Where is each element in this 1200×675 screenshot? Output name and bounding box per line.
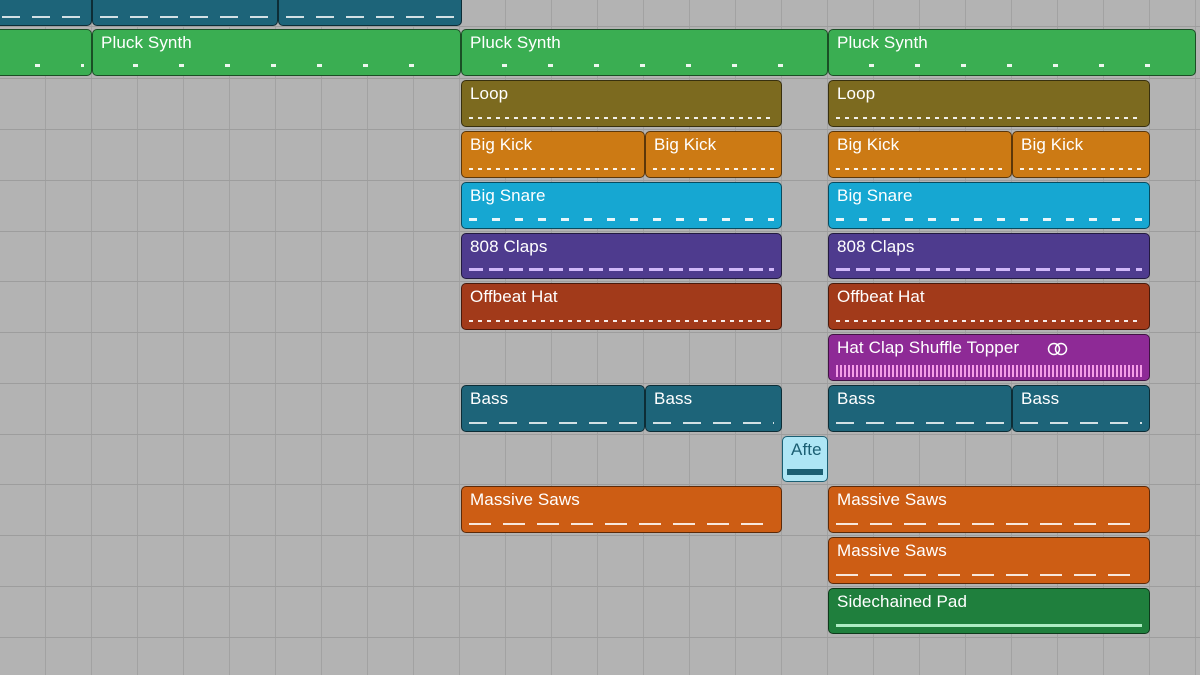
lane-separator	[0, 484, 1200, 485]
region-notes	[1020, 422, 1142, 424]
region-pluck-synth[interactable]	[0, 29, 92, 76]
region-name: Afte	[791, 440, 822, 459]
region-notes	[469, 218, 774, 221]
region-bass[interactable]: Bass	[828, 385, 1012, 432]
region-hat-clap-shuffle-topper[interactable]: Hat Clap Shuffle Topper	[828, 334, 1150, 381]
lane-separator	[0, 78, 1200, 79]
region-massive-saws[interactable]: Massive Saws	[461, 486, 782, 533]
region-name: Loop	[837, 84, 876, 103]
region-notes	[836, 168, 1004, 170]
region-notes	[133, 64, 453, 67]
region-notes	[836, 117, 1142, 119]
region-waveform	[836, 365, 1142, 377]
region-notes	[469, 523, 774, 525]
region-notes	[836, 422, 1004, 424]
region-name: Big Snare	[470, 186, 546, 205]
lane-separator	[0, 129, 1200, 130]
region-name: Big Kick	[470, 135, 533, 154]
region-notes	[653, 168, 774, 170]
region-notes	[787, 469, 823, 475]
region-afte[interactable]: Afte	[782, 436, 828, 482]
region-top[interactable]	[92, 0, 278, 26]
region-name: Offbeat Hat	[470, 287, 558, 306]
region-name: 808 Claps	[470, 237, 548, 256]
region-name: Bass	[837, 389, 876, 408]
region-bass[interactable]: Bass	[645, 385, 782, 432]
region-big-kick[interactable]: Big Kick	[645, 131, 782, 178]
lane-separator	[0, 535, 1200, 536]
region-massive-saws[interactable]: Massive Saws	[828, 537, 1150, 584]
region-name: Sidechained Pad	[837, 592, 968, 611]
region-notes	[836, 574, 1142, 576]
region-pluck-synth[interactable]: Pluck Synth	[828, 29, 1196, 76]
region-name: Loop	[470, 84, 509, 103]
region-notes	[653, 422, 774, 424]
region-top[interactable]	[0, 0, 92, 26]
lane-separator	[0, 332, 1200, 333]
region-name: Pluck Synth	[101, 33, 192, 52]
region-name: Big Snare	[837, 186, 913, 205]
region-name: Offbeat Hat	[837, 287, 925, 306]
region-notes	[286, 16, 454, 18]
region-notes	[469, 320, 774, 322]
region-name: Massive Saws	[837, 541, 947, 560]
region-sidechained-pad[interactable]: Sidechained Pad	[828, 588, 1150, 634]
region-name: Pluck Synth	[470, 33, 561, 52]
region-notes	[35, 64, 84, 67]
region-notes	[836, 320, 1142, 322]
region-notes	[469, 168, 637, 170]
region-name: Big Kick	[837, 135, 900, 154]
region-offbeat-hat[interactable]: Offbeat Hat	[461, 283, 782, 330]
region-notes	[100, 16, 270, 18]
region-name: Massive Saws	[837, 490, 947, 509]
region-loop[interactable]: Loop	[828, 80, 1150, 127]
region-name: Hat Clap Shuffle Topper	[837, 338, 1020, 357]
region-bass[interactable]: Bass	[461, 385, 645, 432]
region-notes	[836, 624, 1142, 627]
lane-separator	[0, 26, 1200, 27]
lane-separator	[0, 637, 1200, 638]
loop-link-icon	[1047, 342, 1068, 356]
region-name: Pluck Synth	[837, 33, 928, 52]
region-big-kick[interactable]: Big Kick	[461, 131, 645, 178]
lane-separator	[0, 231, 1200, 232]
region-massive-saws[interactable]: Massive Saws	[828, 486, 1150, 533]
region-notes	[469, 117, 774, 119]
region-notes	[1020, 168, 1142, 170]
region-notes	[2, 16, 84, 18]
region-name: Big Kick	[654, 135, 717, 154]
region-offbeat-hat[interactable]: Offbeat Hat	[828, 283, 1150, 330]
region-name: 808 Claps	[837, 237, 915, 256]
region-pluck-synth[interactable]: Pluck Synth	[461, 29, 828, 76]
region-top[interactable]	[278, 0, 462, 26]
region-loop[interactable]: Loop	[461, 80, 782, 127]
region-notes	[469, 268, 774, 271]
region-big-snare[interactable]: Big Snare	[461, 182, 782, 229]
region-notes	[836, 268, 1142, 271]
region-pluck-synth[interactable]: Pluck Synth	[92, 29, 461, 76]
lane-separator	[0, 383, 1200, 384]
region-name: Bass	[1021, 389, 1060, 408]
region-name: Massive Saws	[470, 490, 580, 509]
region-808-claps[interactable]: 808 Claps	[828, 233, 1150, 279]
lane-separator	[0, 180, 1200, 181]
region-big-kick[interactable]: Big Kick	[1012, 131, 1150, 178]
lane-separator	[0, 434, 1200, 435]
region-notes	[469, 422, 637, 424]
region-notes	[836, 523, 1142, 525]
region-808-claps[interactable]: 808 Claps	[461, 233, 782, 279]
region-name: Bass	[470, 389, 509, 408]
region-notes	[836, 218, 1142, 221]
region-big-kick[interactable]: Big Kick	[828, 131, 1012, 178]
region-notes	[869, 64, 1188, 67]
region-bass[interactable]: Bass	[1012, 385, 1150, 432]
region-name: Big Kick	[1021, 135, 1084, 154]
region-name: Bass	[654, 389, 693, 408]
lane-separator	[0, 586, 1200, 587]
lane-separator	[0, 281, 1200, 282]
region-notes	[502, 64, 820, 67]
region-big-snare[interactable]: Big Snare	[828, 182, 1150, 229]
